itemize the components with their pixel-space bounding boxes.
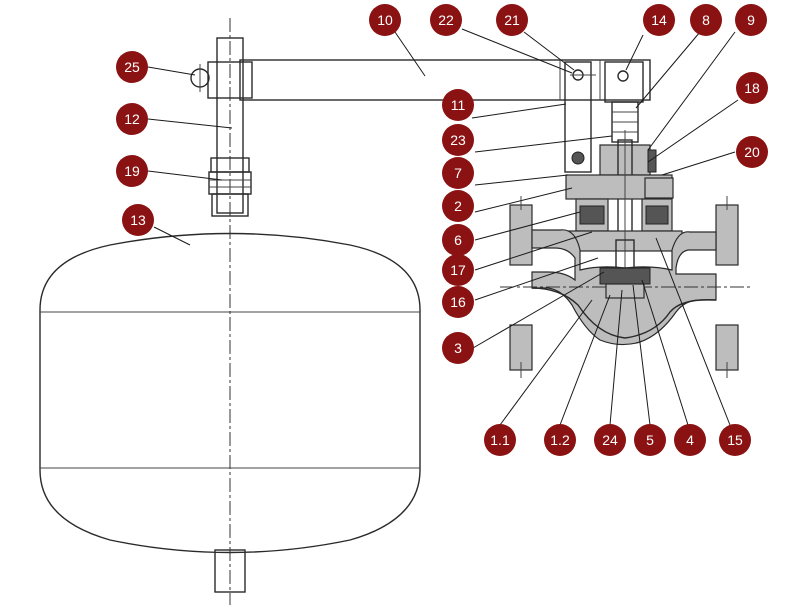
callout-19: 19 <box>116 155 148 187</box>
svg-text:15: 15 <box>727 432 743 448</box>
svg-text:18: 18 <box>744 80 760 96</box>
callout-1-2: 1.2 <box>544 424 576 456</box>
callout-23: 23 <box>442 124 474 156</box>
callout-10: 10 <box>369 4 401 36</box>
svg-text:14: 14 <box>651 12 667 28</box>
svg-text:3: 3 <box>454 340 462 356</box>
callout-2: 2 <box>442 190 474 222</box>
valve-bonnet <box>565 130 683 300</box>
callout-16: 16 <box>442 286 474 318</box>
lever-arm <box>239 59 651 101</box>
callout-8: 8 <box>690 4 722 36</box>
callout-15: 15 <box>719 424 751 456</box>
svg-text:25: 25 <box>124 59 140 75</box>
callout-21: 21 <box>496 4 528 36</box>
svg-text:16: 16 <box>450 294 466 310</box>
float-rod <box>190 18 253 605</box>
callout-6: 6 <box>442 224 474 256</box>
callout-11: 11 <box>442 89 474 121</box>
svg-text:19: 19 <box>124 163 140 179</box>
svg-text:7: 7 <box>454 165 462 181</box>
svg-text:12: 12 <box>124 111 140 127</box>
callout-17: 17 <box>442 254 474 286</box>
svg-text:13: 13 <box>130 212 146 228</box>
svg-text:10: 10 <box>377 12 393 28</box>
svg-text:17: 17 <box>450 262 466 278</box>
callout-13: 13 <box>122 204 154 236</box>
callout-5: 5 <box>634 424 666 456</box>
svg-text:21: 21 <box>504 12 520 28</box>
valve-body <box>500 196 750 378</box>
callout-20: 20 <box>736 136 768 168</box>
callout-7: 7 <box>442 157 474 189</box>
svg-text:1.2: 1.2 <box>550 432 570 448</box>
callout-4: 4 <box>674 424 706 456</box>
svg-text:9: 9 <box>747 12 755 28</box>
svg-text:1.1: 1.1 <box>490 432 510 448</box>
svg-text:24: 24 <box>602 432 618 448</box>
callout-14: 14 <box>643 4 675 36</box>
callout-9: 9 <box>735 4 767 36</box>
callout-3: 3 <box>442 332 474 364</box>
svg-text:22: 22 <box>438 12 454 28</box>
callout-1-1: 1.1 <box>484 424 516 456</box>
callout-22: 22 <box>430 4 462 36</box>
svg-text:23: 23 <box>450 132 466 148</box>
svg-text:4: 4 <box>686 432 694 448</box>
callout-12: 12 <box>116 103 148 135</box>
svg-text:20: 20 <box>744 144 760 160</box>
callout-24: 24 <box>594 424 626 456</box>
leader-lines <box>147 28 739 426</box>
svg-text:6: 6 <box>454 232 462 248</box>
svg-text:5: 5 <box>646 432 654 448</box>
svg-text:11: 11 <box>451 97 466 113</box>
svg-text:2: 2 <box>454 198 462 214</box>
callout-18: 18 <box>736 72 768 104</box>
svg-text:8: 8 <box>702 12 710 28</box>
callout-25: 25 <box>116 51 148 83</box>
